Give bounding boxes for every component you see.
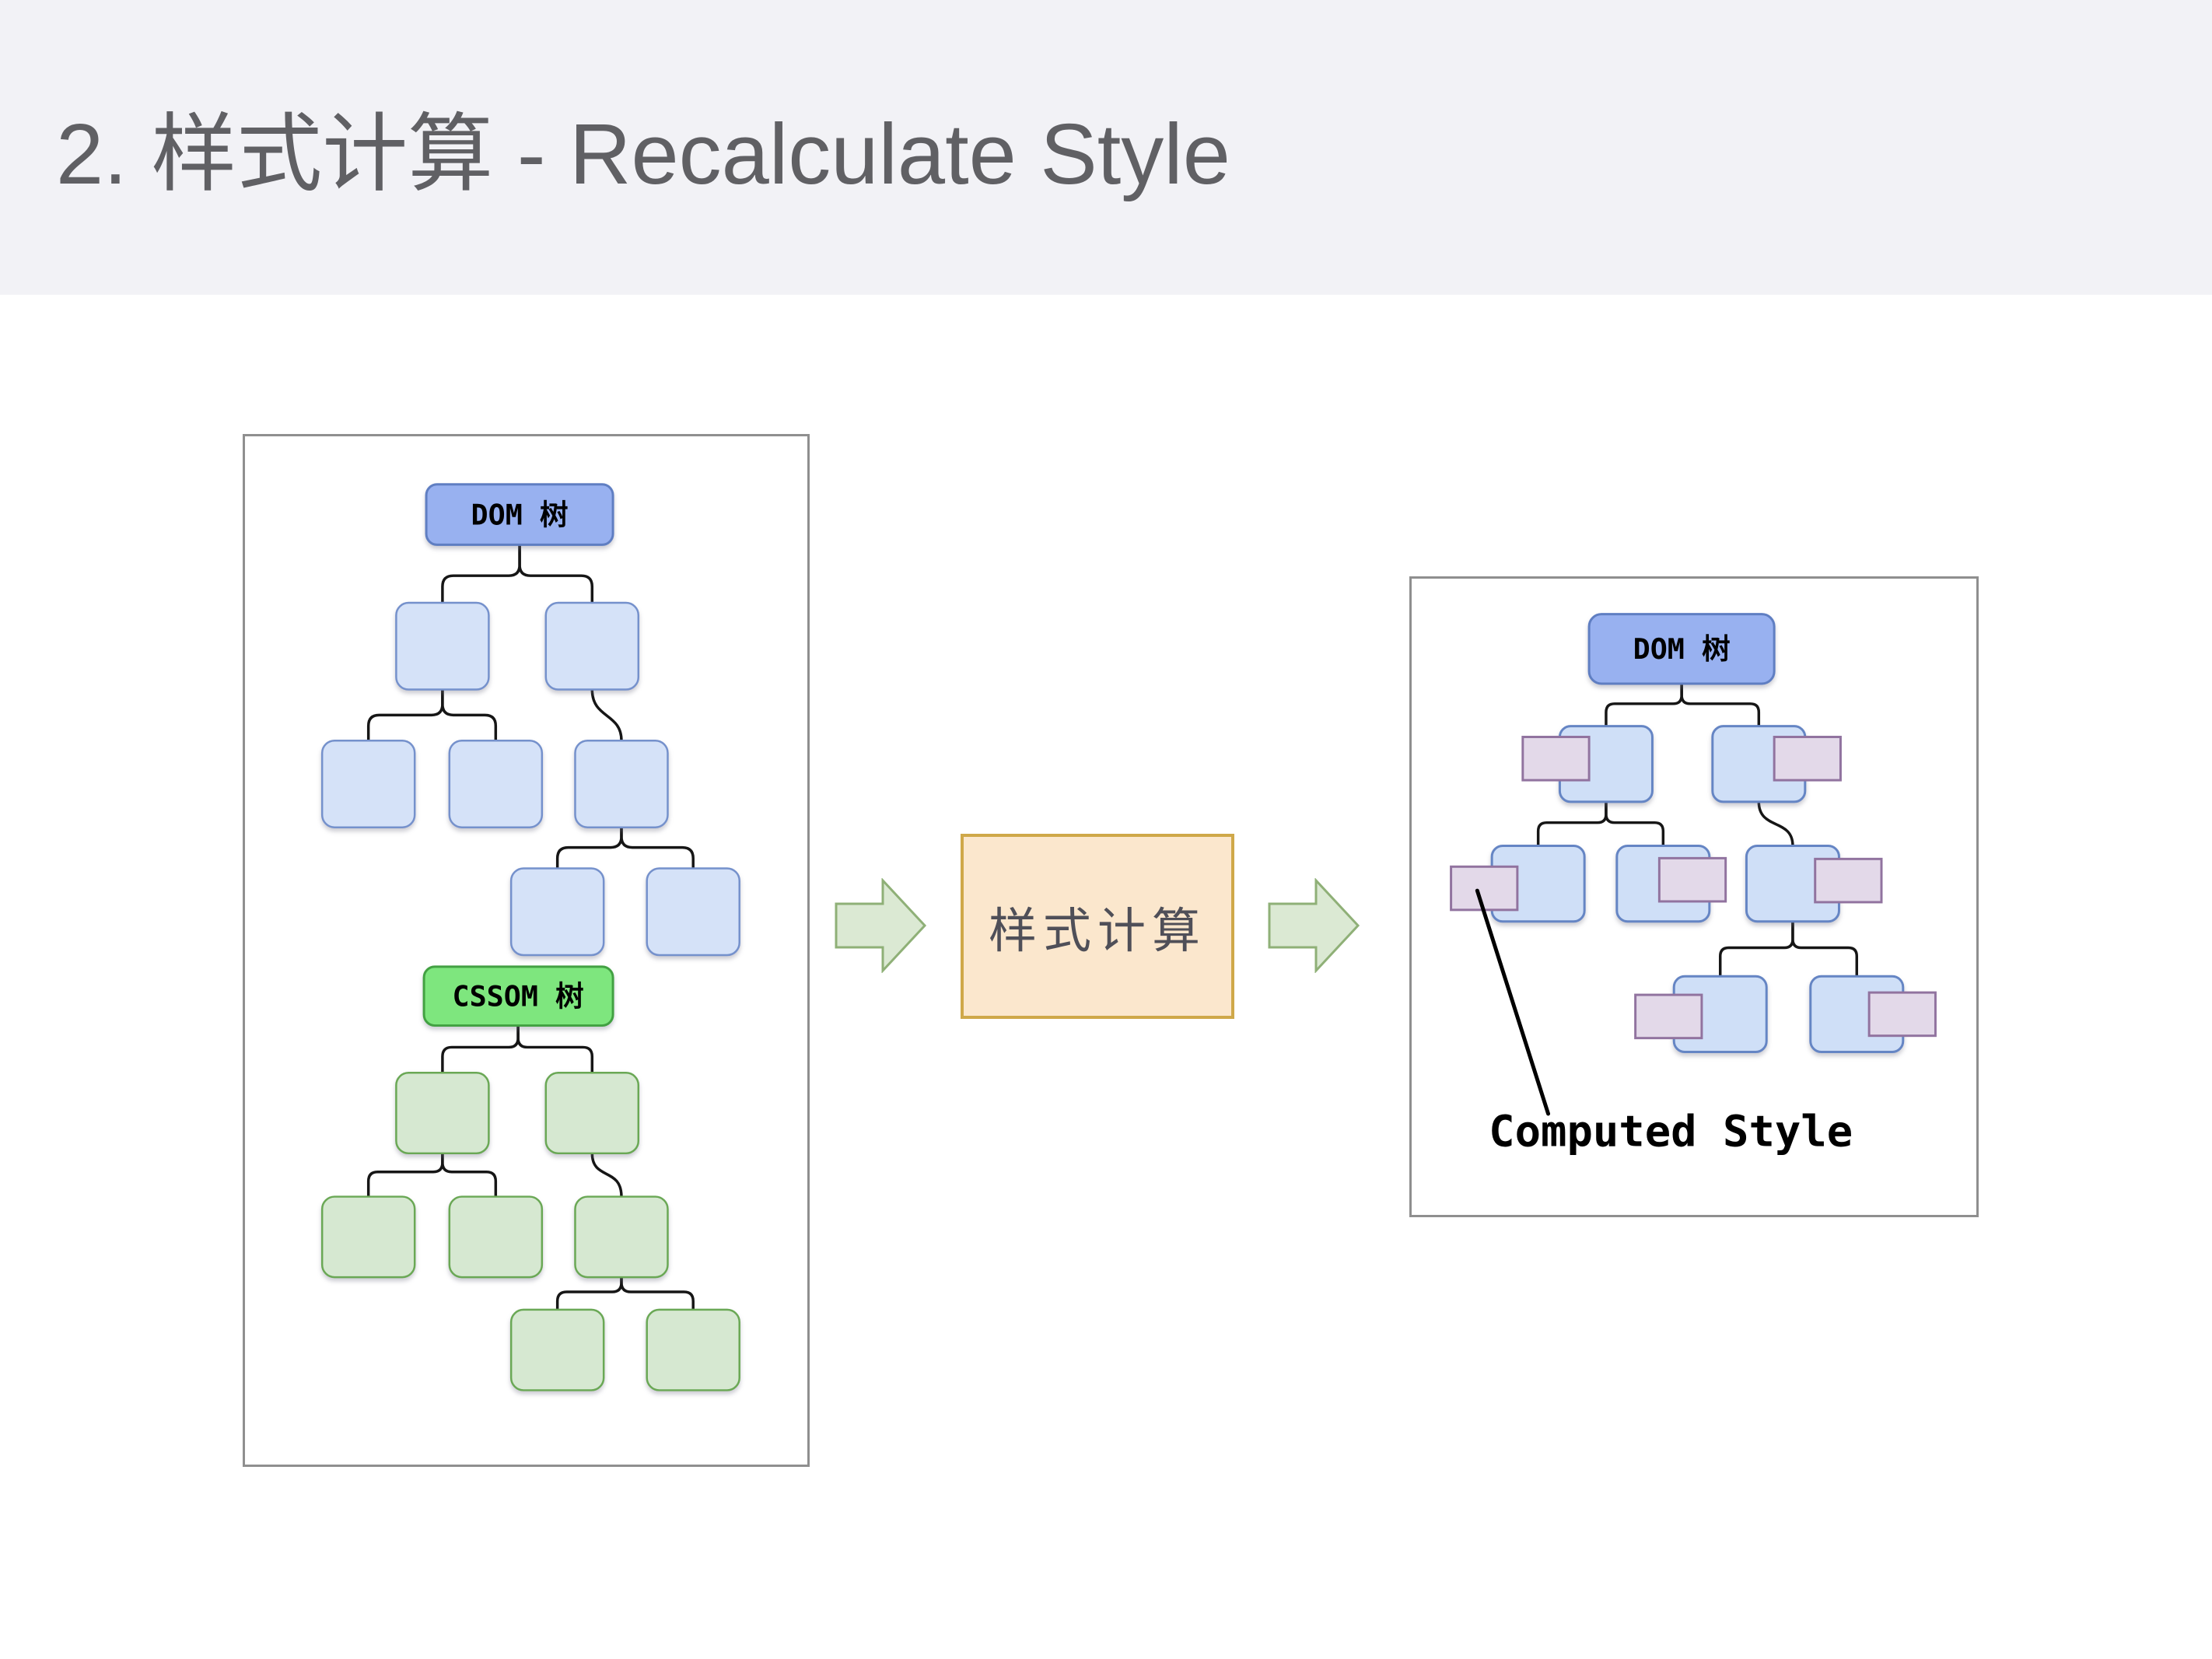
dom-tree-node	[509, 867, 605, 957]
dom-tree-root	[425, 483, 614, 546]
dom-tree-node	[320, 739, 416, 828]
styled-dom-root-label: DOM 树	[1633, 632, 1731, 666]
tree-edge	[1680, 684, 1761, 726]
dom-tree-node	[574, 739, 669, 828]
tree-edge	[555, 827, 623, 869]
tree-edge	[620, 1277, 695, 1310]
dom-tree-root-label: DOM 树	[471, 498, 569, 531]
tree-edge	[1605, 684, 1683, 726]
tree-edge	[620, 827, 695, 869]
input-trees-panel: DOM 树 CSSOM 树	[243, 434, 810, 1467]
tree-edge	[366, 1153, 444, 1197]
tree-edge	[516, 1025, 594, 1073]
styled-dom-tree: DOM 树	[1490, 613, 1905, 1054]
flow-arrow-left	[835, 878, 927, 973]
tree-edge	[1536, 801, 1608, 846]
computed-style-chip	[1657, 856, 1727, 903]
dom-tree: DOM 树	[320, 483, 740, 957]
slide-title: 2. 样式计算 - Recalculate Style	[56, 107, 1230, 202]
tree-edge	[1605, 801, 1665, 846]
cssom-tree-root-label: CSSOM 树	[452, 980, 583, 1013]
tree-edge	[441, 1025, 520, 1073]
dom-tree-node	[544, 601, 640, 691]
flow-arrow-right	[1268, 878, 1360, 973]
tree-edge	[518, 544, 594, 604]
tree-edge	[441, 1153, 498, 1197]
tree-edge	[366, 689, 444, 741]
block-arrow-right-icon	[1268, 878, 1360, 973]
tree-edge	[1718, 921, 1794, 977]
annotation-pointer-line	[1475, 888, 1551, 1116]
style-calc-step-label: 样式计算	[988, 902, 1206, 959]
cssom-tree-node	[395, 1072, 490, 1155]
output-tree-panel: DOM 树 Computed Style	[1409, 576, 1979, 1217]
computed-style-label: Computed Style	[1489, 1107, 1853, 1157]
computed-style-chip	[1814, 857, 1883, 904]
block-arrow-right-icon	[835, 878, 927, 973]
style-calc-step-box: 样式计算	[961, 834, 1234, 1019]
computed-style-chip	[1634, 993, 1703, 1040]
styled-dom-root	[1587, 613, 1776, 685]
tree-edge	[590, 1153, 623, 1197]
tree-edge	[441, 689, 498, 741]
tree-edge	[1791, 921, 1859, 977]
computed-style-chips	[1450, 736, 1937, 1040]
cssom-tree: CSSOM 树	[320, 965, 740, 1391]
cssom-tree-node	[509, 1308, 605, 1391]
block-arrow-right-icon	[835, 878, 927, 973]
tree-edge	[441, 544, 521, 604]
computed-style-chip	[1773, 736, 1842, 782]
cssom-tree-root	[422, 965, 614, 1027]
dom-tree-node	[646, 867, 740, 957]
tree-edge	[590, 689, 623, 741]
cssom-tree-edges	[366, 1025, 695, 1310]
block-arrow-right-icon	[1268, 878, 1360, 973]
computed-style-chip	[1450, 865, 1519, 912]
input-trees-diagram: DOM 树 CSSOM 树	[320, 483, 740, 1391]
cssom-tree-node	[320, 1195, 416, 1279]
tree-edge	[1757, 801, 1794, 846]
tree-edge	[555, 1277, 623, 1310]
dom-tree-edges	[366, 544, 695, 869]
cssom-tree-node	[574, 1195, 669, 1279]
cssom-tree-node	[646, 1308, 740, 1391]
computed-style-chip	[1521, 736, 1591, 782]
cssom-tree-node	[448, 1195, 544, 1279]
dom-tree-node	[448, 739, 544, 828]
styled-dom-edges	[1536, 684, 1859, 977]
computed-style-chip	[1867, 991, 1937, 1038]
dom-tree-node	[395, 601, 490, 691]
cssom-tree-node	[544, 1072, 640, 1155]
slide-header: 2. 样式计算 - Recalculate Style	[0, 0, 2212, 295]
styled-dom-diagram: DOM 树 Computed Style	[1450, 613, 1937, 1157]
